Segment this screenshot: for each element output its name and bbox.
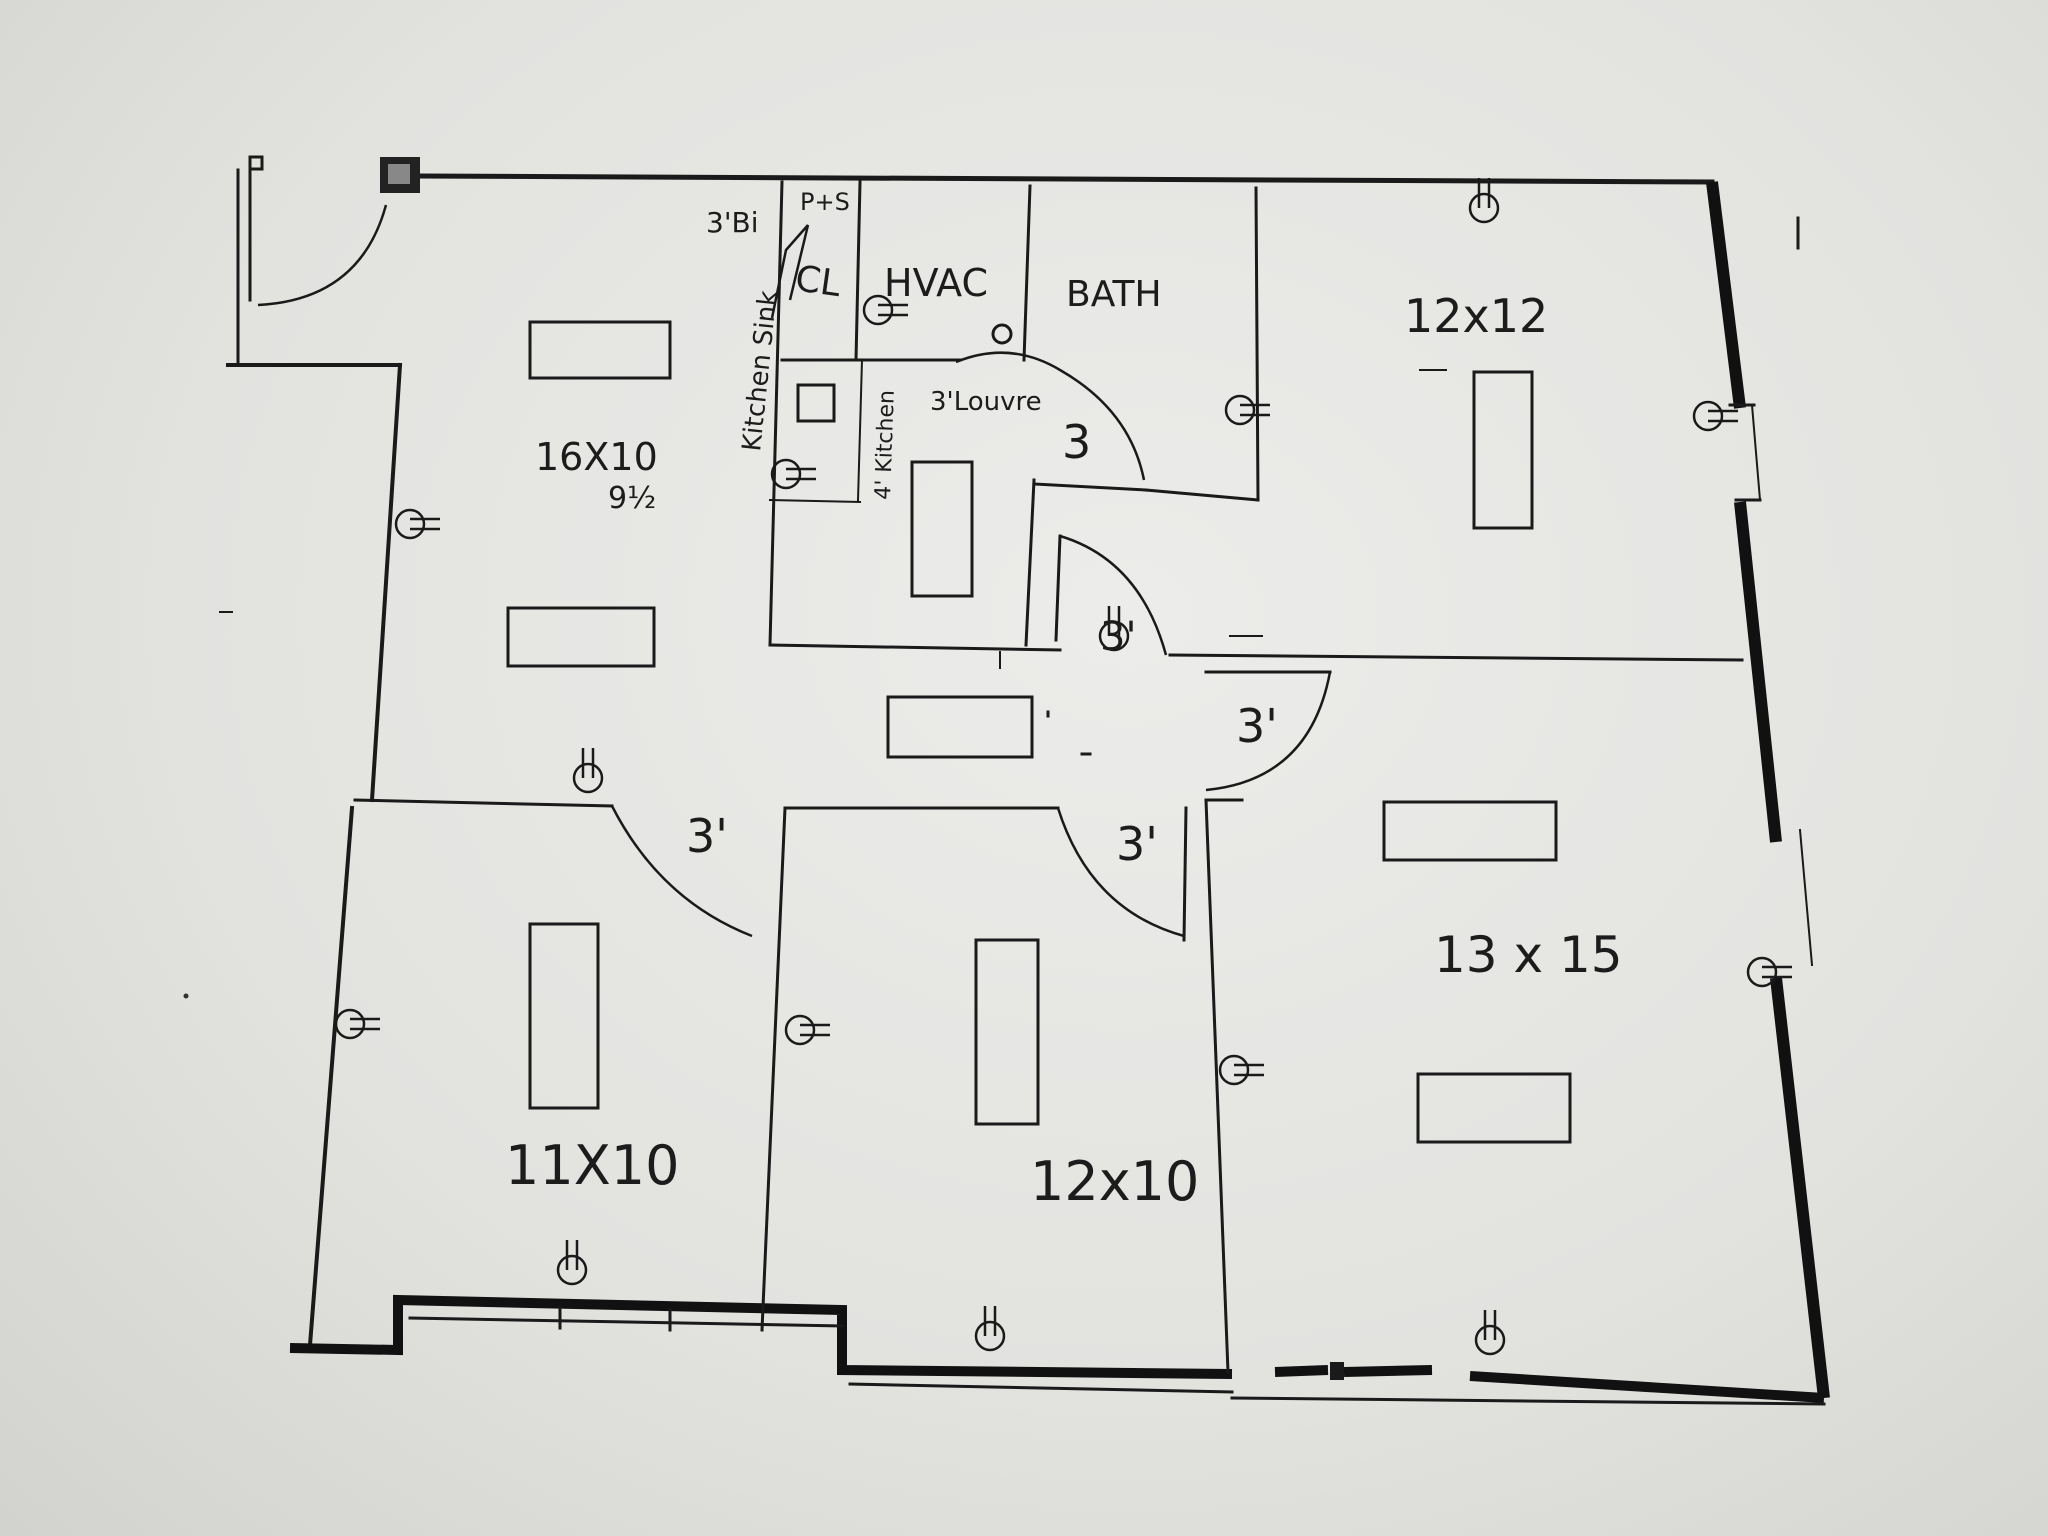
closet-right [854,180,862,362]
fixture-se-bottom [1416,1072,1572,1144]
left-wall-upper [369,362,403,803]
entry-door-swing[interactable] [257,204,388,307]
light-fixtures [506,320,1572,1144]
hvac-unit [991,323,1013,345]
labels: 16X10 9½ 12x12 11X10 12x10 13 x 15 HVAC … [505,188,1623,1213]
outlet-icon [1468,178,1500,224]
label-front-room-sub: 9½ [608,481,656,516]
s-room-right [1204,798,1230,1374]
doors [257,204,1332,938]
label-door-louvre: 3 [1062,415,1091,469]
outlet-icon [784,1014,830,1046]
bottom-wall-left [289,1294,1233,1379]
louvre-door[interactable] [955,351,1146,481]
right-wall-mid [1734,501,1782,843]
label-closet: CL [793,258,843,305]
outlet-icon [770,458,816,490]
label-bifold: 3'Bi [706,206,759,239]
bottom-wall-base [848,1382,1234,1394]
outlet-icon [1474,1310,1506,1356]
top-wall [415,173,1715,185]
left-wall-lower [307,805,355,1348]
outlet-icon [1218,1054,1264,1086]
kitchen-right [856,358,864,502]
bottom-wall-right [1274,1365,1825,1403]
outlet-icon [1746,956,1792,988]
fixture-nw [1472,370,1534,530]
fixture-front-top [528,320,672,380]
fixture-se-top [1382,800,1558,862]
s-room-right-top [1182,806,1188,942]
nw-room-floor [1168,653,1744,662]
bath-right [1254,186,1260,502]
outlet-icon [1692,400,1738,432]
label-door-core: 3' [1100,614,1136,660]
se-door[interactable] [1205,671,1332,792]
kitchen-bottom [768,643,1062,652]
bottom-wall-inner [408,1316,844,1328]
window-ext-1 [1798,828,1814,967]
right-wall-lower [1770,977,1830,1399]
kitchen-floor [768,498,862,504]
core-right [1024,478,1036,647]
entry-post [248,155,264,171]
outlet-icon [1098,606,1130,652]
sw-door[interactable] [610,805,753,938]
closet-left [768,180,784,647]
label-hvac: HVAC [884,261,988,305]
outlet-icon [862,294,908,326]
label-door-se: 3' [1236,699,1278,753]
hvac-right [1022,184,1032,362]
label-front-room: 16X10 [535,435,658,479]
front-room-floor [353,798,614,808]
window-pane-1 [1750,403,1762,502]
bifold-door[interactable] [770,224,809,319]
fixture-front-bottom [506,606,656,668]
label-louvre: 3'Louvre [930,387,1042,417]
label-door-sw: 3' [686,809,728,863]
fixture-kitchen [910,460,974,598]
core-door[interactable] [1059,534,1168,656]
fixture-hall [886,695,1034,759]
bottom-post [1330,1362,1344,1380]
fixture-sw [528,922,600,1110]
label-bath: BATH [1066,274,1162,315]
s-door[interactable] [1056,807,1185,938]
entry-column-core [388,164,410,184]
outlet-icon [974,1306,1006,1352]
label-sw-room: 11X10 [505,1134,679,1197]
ink-dot [183,993,189,999]
core-right-2 [1054,534,1062,642]
label-ps: P+S [800,188,850,216]
right-wall-upper [1706,181,1746,409]
label-door-s: 3' [1116,817,1158,871]
label-s-room: 12x10 [1030,1150,1199,1213]
outlet-icon [556,1240,588,1286]
core-floor-join [1032,482,1148,492]
bottom-wall-base-2 [1230,1396,1826,1406]
outlet-icon [572,748,604,794]
sw-room-right [760,806,787,1332]
outlet-icon [1224,394,1270,426]
bath-floor [1144,488,1260,502]
outlet-icon [334,1008,380,1040]
fixture-s [974,938,1040,1126]
outlets [334,178,1792,1356]
label-kitchen-4: 4' Kitchen [871,390,900,501]
bifold-door-2[interactable] [788,224,810,301]
outlet-icon [394,508,440,540]
outer-walls [226,155,1830,1406]
ink-marks [183,216,1800,999]
sink-box [796,383,836,423]
label-nw-room: 12x12 [1404,289,1548,343]
label-se-room: 13 x 15 [1434,926,1623,984]
interior-walls [353,180,1744,1374]
